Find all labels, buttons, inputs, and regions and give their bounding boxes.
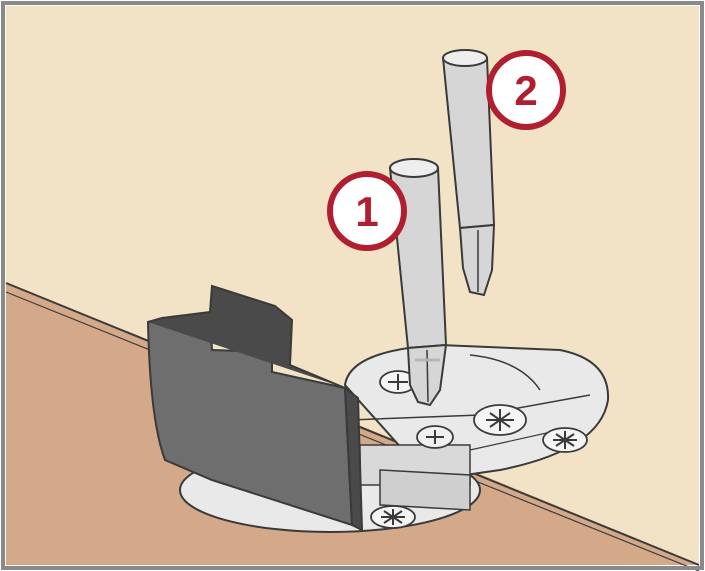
phillips-screw-icon [473, 404, 527, 436]
callout-2-label: 2 [514, 67, 537, 114]
phillips-screw-icon [416, 425, 454, 449]
cover-cap-icon [146, 284, 364, 532]
callout-1-label: 1 [355, 188, 378, 235]
screwdriver-bit-icon [441, 49, 496, 297]
phillips-screw-icon [370, 505, 416, 529]
callout-1: 1 [327, 171, 407, 251]
callout-2: 2 [486, 50, 566, 130]
phillips-screw-icon [542, 427, 588, 453]
